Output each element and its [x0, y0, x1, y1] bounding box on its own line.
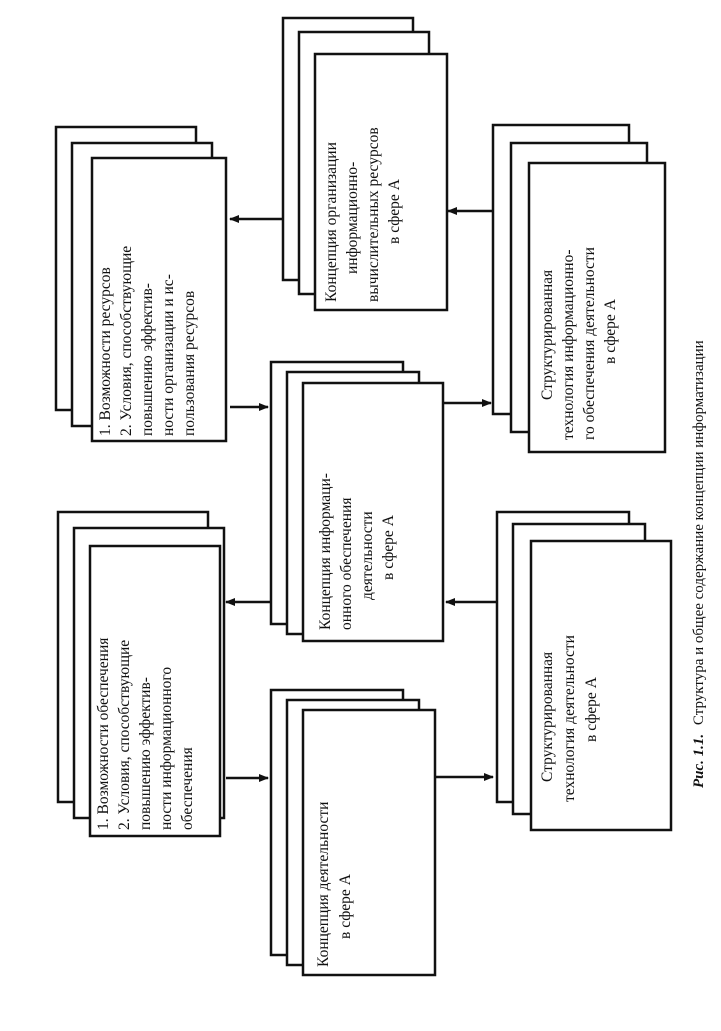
text-line: 2. Условия, способствующие: [116, 640, 133, 830]
text-line: 2. Условия, способствующие: [118, 246, 135, 436]
text-line: в сфере А: [337, 873, 354, 939]
text-line: Структурированная: [539, 652, 556, 782]
text-line: ности информационного: [158, 667, 175, 830]
text-line: 1. Возможности обеспечения: [95, 638, 112, 830]
text-line: в сфере А: [583, 676, 600, 742]
text-line: информационно-: [344, 162, 361, 274]
text-line: вычислительных ресурсов: [365, 127, 382, 302]
info-support-concept-text: Концепция информаци- онного обеспечения …: [317, 469, 397, 630]
text-line: в сфере А: [386, 178, 403, 244]
text-line: го обеспечения деятельности: [581, 247, 598, 440]
text-line: повышению эффектив-: [137, 677, 154, 830]
text-line: Структурированная: [539, 270, 556, 400]
text-line: в сфере А: [602, 298, 619, 364]
text-line: в сфере А: [380, 514, 397, 580]
text-line: Концепция информаци-: [317, 473, 334, 630]
text-line: технология информационно-: [560, 249, 577, 440]
text-line: технология деятельности: [561, 635, 578, 802]
figure-caption: Рис. 1.1. Структура и общее содержание к…: [691, 340, 707, 788]
text-line: ности организации и ис-: [160, 274, 177, 436]
structured-info-text: Структурированная технология информацион…: [539, 243, 619, 440]
resource-capabilities-text: 1. Возможности ресурсов 2. Условия, спос…: [97, 242, 198, 436]
text-line: обеспечения: [179, 747, 196, 830]
text-line: пользования ресурсов: [181, 291, 198, 436]
info-computing-concept-text: Концепция организации информационно- выч…: [323, 123, 403, 302]
text-line: Концепция организации: [323, 142, 340, 302]
text-line: деятельности: [359, 511, 376, 600]
structured-info-box: [491, 123, 667, 454]
figure-caption-label: Рис. 1.1.: [691, 734, 707, 788]
info-computing-concept-box: [281, 16, 449, 312]
support-capabilities-box: [56, 510, 226, 838]
text-line: онного обеспечения: [338, 498, 355, 630]
structured-activity-box: [495, 510, 673, 832]
info-support-concept-box: [269, 360, 445, 643]
text-line: повышению эффектив-: [139, 283, 156, 436]
figure-caption-text: Структура и общее содержание концепции и…: [691, 340, 707, 725]
text-line: 1. Возможности ресурсов: [97, 267, 114, 436]
text-line: Концепция деятельности: [315, 802, 332, 967]
support-capabilities-text: 1. Возможности обеспечения 2. Условия, с…: [95, 634, 196, 830]
structured-activity-text: Структурированная технология деятельност…: [539, 631, 600, 802]
activity-concept-box: [269, 688, 437, 977]
resource-capabilities-box: [54, 125, 228, 443]
activity-concept-text: Концепция деятельности в сфере А: [315, 798, 354, 967]
